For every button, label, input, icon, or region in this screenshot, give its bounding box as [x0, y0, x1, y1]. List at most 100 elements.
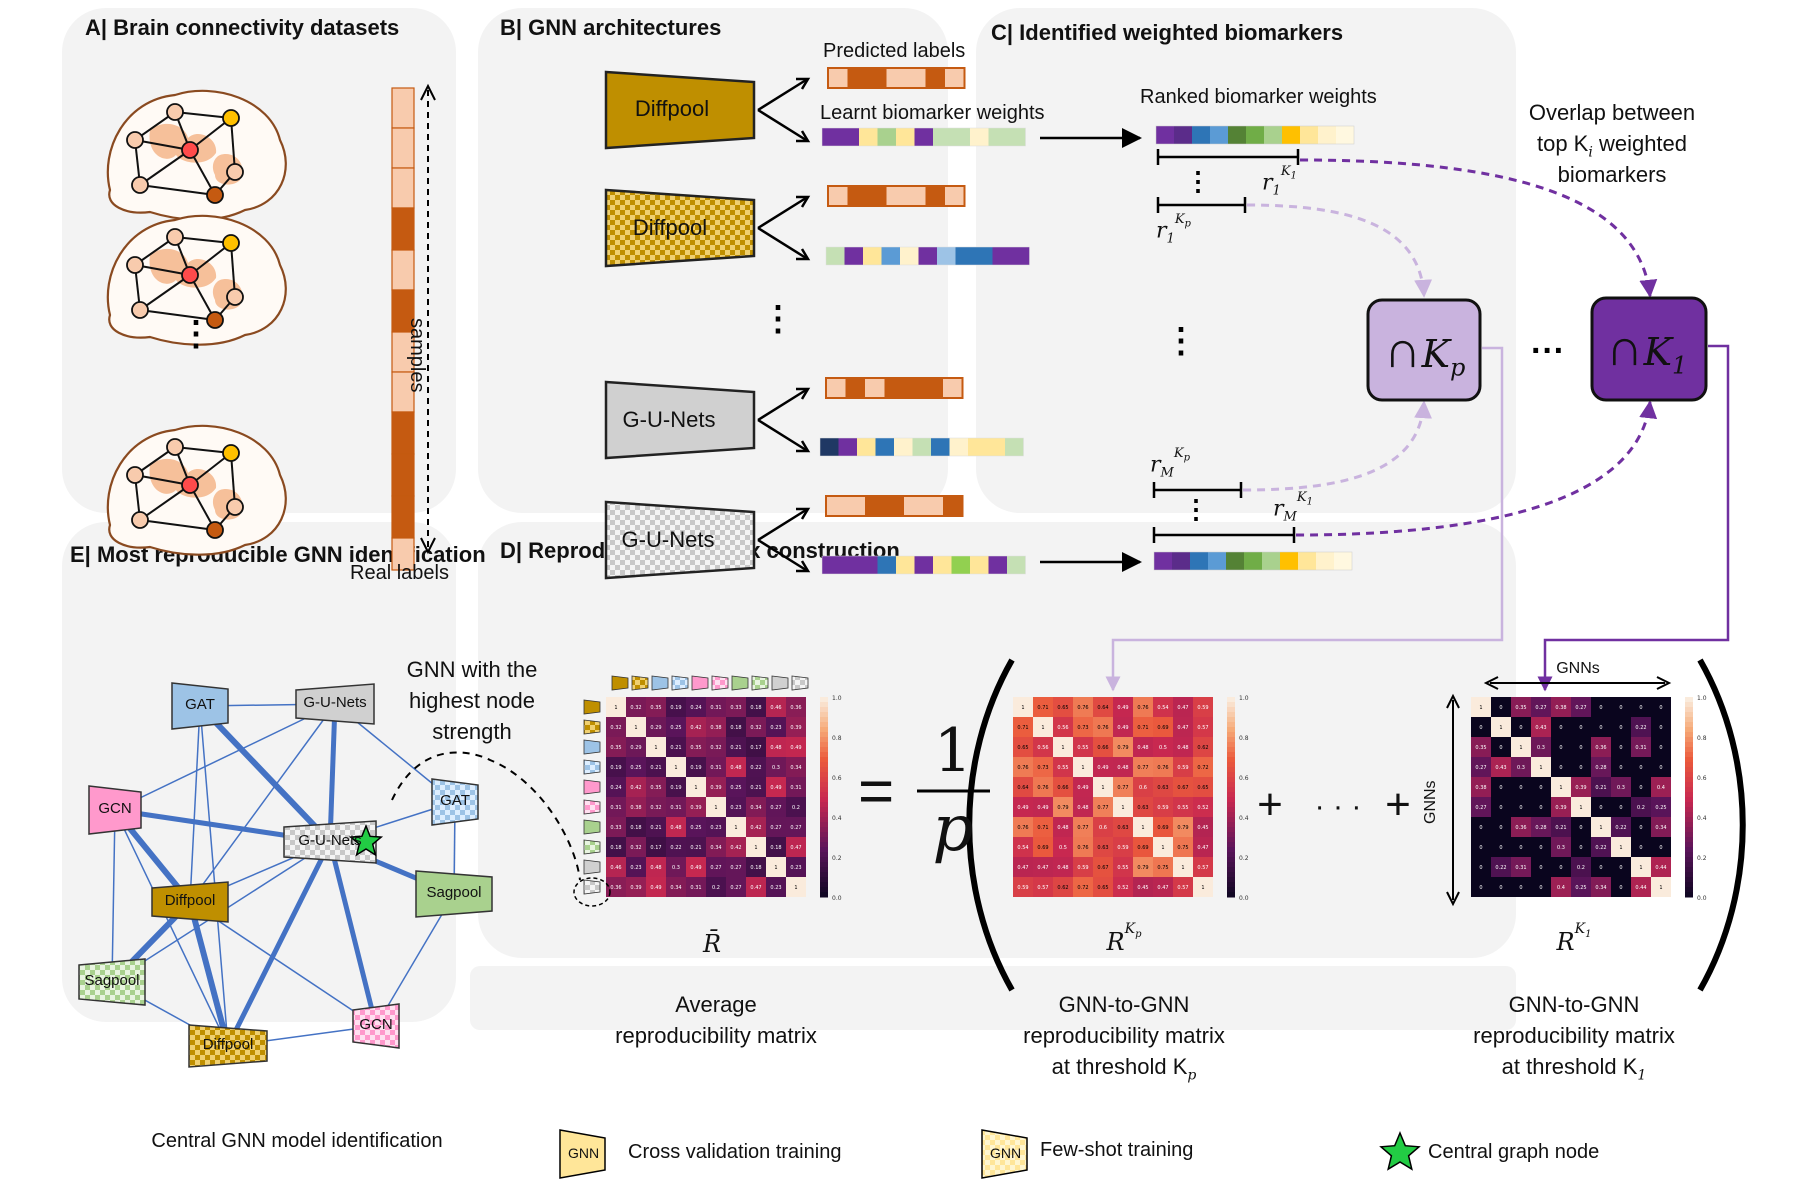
avg-caption-1: Average [675, 992, 757, 1017]
heatmap-cell [626, 797, 646, 817]
ranked-cell [1264, 126, 1282, 144]
graph-edge [189, 901, 377, 1027]
heatmap-cell [1551, 857, 1571, 877]
heatmap-cell-text: 0.23 [630, 865, 641, 871]
weight-cell [974, 247, 993, 265]
heatmap-cell-text: 0.49 [1077, 785, 1088, 791]
heatmap-cell [626, 697, 646, 717]
heatmap-cell [1193, 817, 1213, 837]
mini-model-side [583, 839, 601, 855]
heatmap-cell [706, 797, 726, 817]
heatmap-cell-text: 0.42 [690, 725, 701, 731]
heatmap-cell-text: 0.77 [1117, 785, 1128, 791]
heatmap-cell-text: 0.48 [670, 825, 681, 831]
heatmap-cell [1531, 777, 1551, 797]
heatmap-cell [686, 737, 706, 757]
heatmap-cell [1611, 717, 1631, 737]
mini-model-top [651, 675, 669, 691]
mini-model-top [611, 675, 629, 691]
graph-node-1 [171, 682, 229, 730]
heatmap-cell [1093, 697, 1113, 717]
heatmap-cell [686, 817, 706, 837]
heatmap-cell-text: 0 [1659, 705, 1662, 711]
heatmap-cell [1193, 737, 1213, 757]
weight-cell [933, 128, 952, 146]
heatmap-cell-text: 1 [1479, 705, 1482, 711]
heatmap-cell-text: 0.18 [770, 845, 781, 851]
weight-cell [992, 247, 1011, 265]
heatmap-cell [1531, 697, 1551, 717]
colorbar-segment [820, 782, 828, 788]
heatmap-cell-text: 0.19 [690, 765, 701, 771]
heatmap-cell [606, 777, 626, 797]
colorbar-segment [1685, 887, 1693, 893]
heatmap-cell-text: 0.21 [1555, 825, 1566, 831]
arrowhead [796, 560, 811, 573]
heatmap-cell [706, 817, 726, 837]
heatmap-cell-text: 1 [734, 825, 737, 831]
heatmap-cell [726, 857, 746, 877]
ranked-label: Ranked biomarker weights [1140, 86, 1377, 108]
label-strip-cell [391, 411, 415, 455]
heatmap-cell [1611, 737, 1631, 757]
colorbar-tick: 0.0 [1239, 895, 1249, 902]
heatmap-cell-text: 0.48 [730, 765, 741, 771]
heatmap-cell-text: 0.42 [750, 825, 761, 831]
heatmap-cell-text: 0.57 [1197, 865, 1208, 871]
colorbar-segment [1227, 777, 1235, 783]
heatmap-cell [646, 757, 666, 777]
heatmap-cell-text: 0.46 [770, 705, 781, 711]
heatmap-cell-text: 0.47 [1037, 865, 1048, 871]
heatmap-cell [726, 817, 746, 837]
weight-cell [840, 556, 859, 574]
legend-cv-shape [559, 1129, 606, 1179]
predicted-label-bar-3 [825, 377, 964, 399]
heatmap-cell [1511, 877, 1531, 897]
colorbar-segment [1685, 802, 1693, 808]
brain-node [166, 228, 184, 246]
heatmap-cell [766, 797, 786, 817]
colorbar-segment [820, 857, 828, 863]
heatmap-cell [1611, 877, 1631, 897]
heatmap-cell-text: 0.3 [772, 765, 780, 771]
heatmap-cell [766, 857, 786, 877]
heatmap-cell [1153, 837, 1173, 857]
colorbar-segment [820, 797, 828, 803]
heatmap-cell [1531, 757, 1551, 777]
arrowhead [796, 507, 811, 520]
heatmap-cell [1093, 797, 1113, 817]
heatmap-cell-text: 0.64 [1097, 705, 1108, 711]
heatmap-cell-text: 1 [1519, 745, 1522, 751]
colorbar-segment [1227, 782, 1235, 788]
brain-region [149, 458, 217, 498]
intersection-box-k1 [1590, 296, 1708, 402]
heatmap-cell-text: 0.77 [1097, 805, 1108, 811]
heatmap-cell [766, 757, 786, 777]
curve-rMK1 [1295, 400, 1658, 537]
real-label-strip [391, 87, 415, 571]
ranked-cell [1246, 126, 1264, 144]
heatmap-cell-text: 0.23 [770, 725, 781, 731]
heatmap-cell-text: 0 [1519, 885, 1522, 891]
heatmap-cell [1113, 757, 1133, 777]
predicted-label-cell [826, 378, 846, 398]
heatmap-cell-text: 1 [674, 765, 677, 771]
colorbar-segment [1685, 757, 1693, 763]
heatmap-cell-text: 0.77 [1077, 825, 1088, 831]
graph-node-9 [188, 1024, 268, 1068]
graph-edge [327, 841, 379, 1027]
heatmap-cell [666, 877, 686, 897]
heatmap-cell-text: 0.5 [1059, 845, 1067, 851]
heatmap-cell [746, 797, 766, 817]
heatmap-cell [1053, 857, 1073, 877]
rk1-caption-1: GNN-to-GNN [1508, 992, 1640, 1017]
colorbar-segment [1685, 737, 1693, 743]
mini-model-side [583, 739, 601, 755]
heatmap-cell-text: 0 [1539, 885, 1542, 891]
heatmap-cell [1013, 817, 1033, 837]
heatmap-cell-text: 0.17 [750, 745, 761, 751]
heatmap-cell-text: 0.52 [1117, 885, 1128, 891]
heatmap-cell [1591, 777, 1611, 797]
callout-line2: highest node [409, 688, 535, 713]
